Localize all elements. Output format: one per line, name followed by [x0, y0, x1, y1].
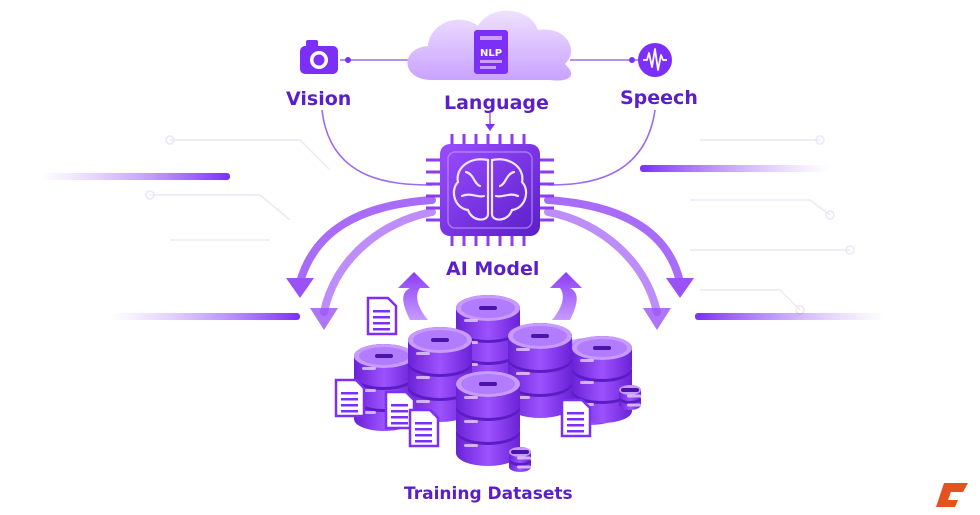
- document-icon: [366, 296, 398, 336]
- ai-model-label: AI Model: [446, 258, 540, 280]
- database-stack-icon: [354, 295, 641, 472]
- database-cylinder: [619, 385, 641, 410]
- database-cylinder: [509, 447, 531, 472]
- right-upper-line: [640, 165, 830, 172]
- vision-label: Vision: [286, 88, 352, 110]
- brain-chip-icon: [426, 134, 554, 246]
- cloud-doc-label: NLP: [480, 48, 502, 59]
- document-icon: [560, 398, 592, 438]
- speech-label: Speech: [620, 87, 698, 109]
- background-circuit-lines: [145, 135, 855, 315]
- upward-arrows: [398, 272, 582, 320]
- document-icons: [334, 296, 592, 448]
- left-lower-line: [110, 313, 300, 320]
- cloud-document-icon: NLP: [407, 10, 572, 81]
- output-arrows: [296, 196, 684, 316]
- language-label: Language: [444, 92, 549, 114]
- left-upper-line: [40, 173, 230, 180]
- sound-wave-icon: [638, 43, 672, 77]
- training-datasets-label: Training Datasets: [404, 484, 573, 504]
- database-cylinder: [572, 336, 632, 423]
- camera-icon: [300, 40, 338, 74]
- right-lower-line: [695, 313, 885, 320]
- database-cylinder: [508, 323, 572, 418]
- document-icon: [408, 408, 440, 448]
- arrow-heads: [286, 278, 694, 330]
- database-cylinder: [456, 371, 520, 466]
- document-icon: [334, 378, 366, 418]
- brand-logo-icon: [936, 483, 968, 507]
